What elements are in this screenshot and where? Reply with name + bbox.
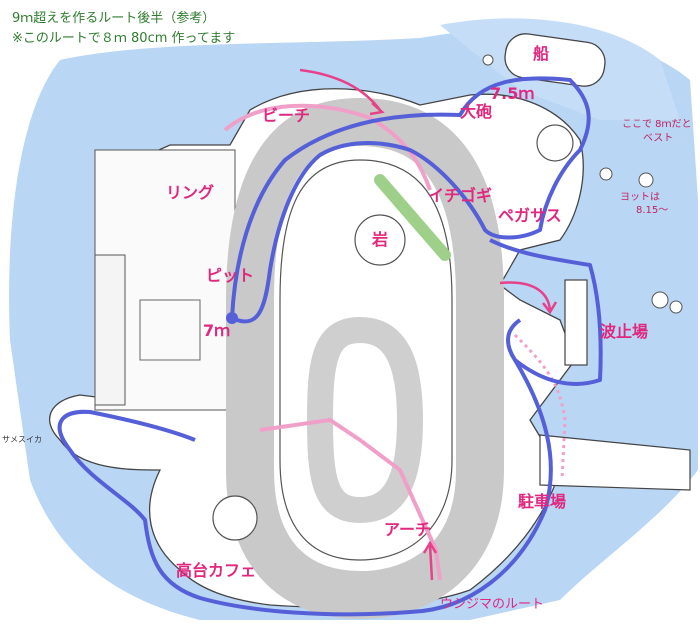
header-line-1: 9ｍ超えを作るルート後半（参考） [12,11,216,26]
label-pit: ピット [206,266,255,285]
arrow-to-breakwater [499,281,558,315]
blue-route-right-loop [489,238,603,386]
sea-rock [669,300,683,314]
sea-rock [599,167,613,181]
label-parking: 駐車場 [518,492,567,511]
label-ship: 船 [533,44,550,63]
label-ushijima-route: ウシジマのルート [440,597,545,612]
note-here-8m: ここで 8ｍだと [622,119,692,130]
green-ride-marker [374,174,451,261]
sea-rock [651,291,669,309]
pink-route-upper [223,103,432,191]
ship-hull [504,33,606,87]
pink-route [259,417,442,581]
label-breakwater: 波止場 [600,322,649,341]
left-building-inner [139,299,201,361]
label-arch: アーチ [384,520,432,539]
parking-pier [539,434,691,491]
note-best: ベスト [643,133,674,144]
label-pegasus: ペガサス [498,206,562,225]
label-distance-7-5: 7.5ｍ [490,84,535,103]
note-yacht: ヨットは [620,192,660,203]
left-building-strip [94,254,126,406]
arrow-bottom-up [422,540,438,581]
pit-marker [226,312,238,324]
label-rock: 岩 [372,230,389,249]
ferris-wheel [536,124,574,162]
label-hilltop-cafe: 高台カフェ [176,561,257,580]
sea-rock [638,172,654,188]
label-ring: リング [166,183,215,202]
label-beach: ビーチ [262,106,311,125]
label-strawberry: イチゴギ [428,186,493,205]
note-shark-swing: サメスイカ [2,435,42,444]
label-cannon: 大砲 [460,102,493,121]
plaza-circle [212,495,258,541]
blue-main-route [230,76,591,324]
note-yacht-distance: 8.15～ [636,205,669,216]
rock-outcrop [354,214,406,266]
breakwater-pier [564,279,588,366]
header-line-2: ※このルートで８ｍ 80cm 作ってます [12,31,236,46]
arrow-to-beach [299,68,385,116]
label-distance-7m: 7ｍ [203,321,231,340]
sea-rock [482,54,494,66]
blue-route-bottom [57,358,553,617]
inner-grey-loop [306,316,424,524]
